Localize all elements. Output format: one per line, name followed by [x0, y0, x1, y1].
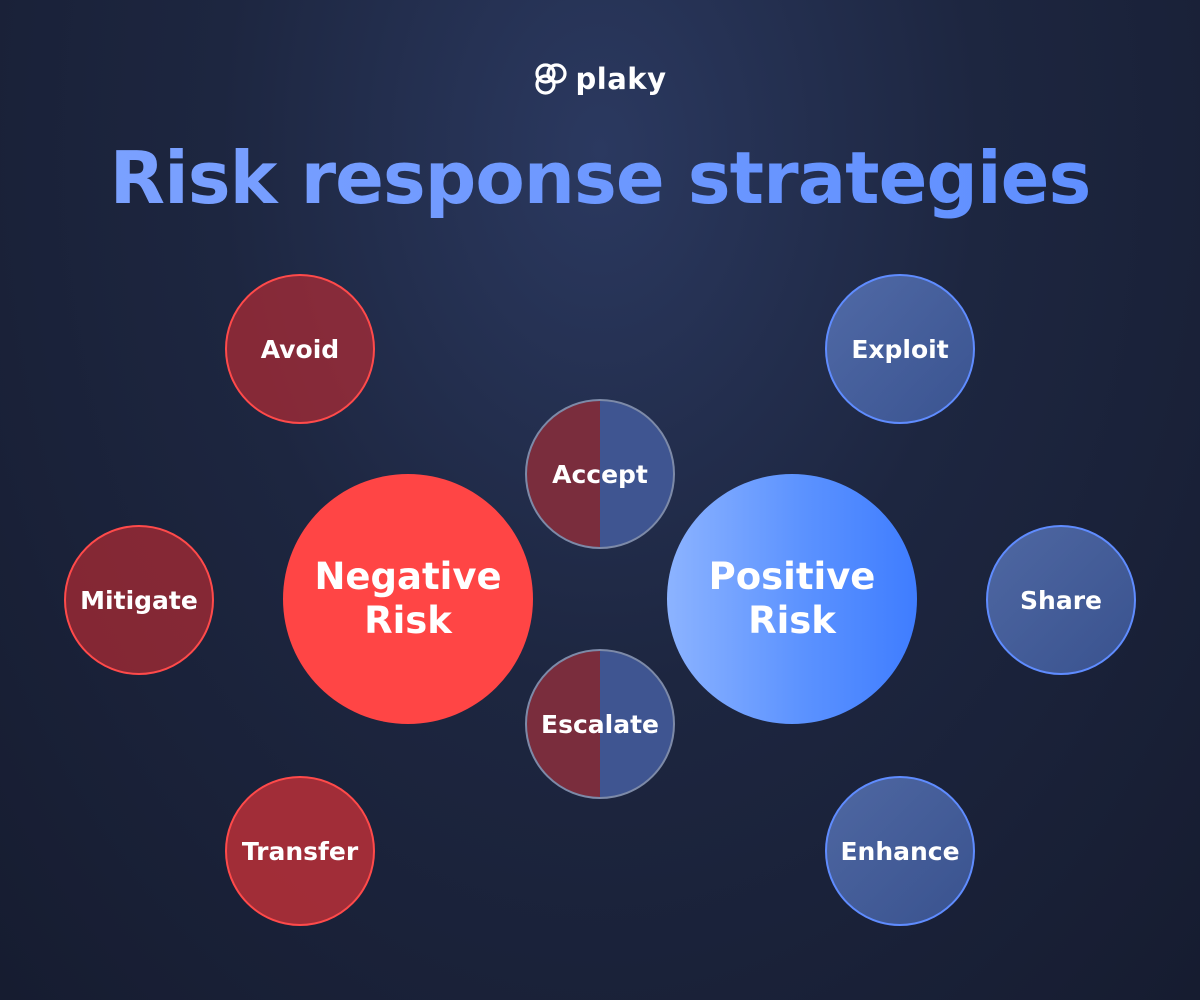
brand-logo: plaky: [0, 62, 1200, 96]
negative-risk-node: Negative Risk: [283, 474, 533, 724]
positive-risk-label: Positive Risk: [708, 555, 876, 642]
strategy-escalate: Escalate: [525, 649, 675, 799]
strategy-share: Share: [986, 525, 1136, 675]
strategy-accept: Accept: [525, 399, 675, 549]
positive-risk-node: Positive Risk: [667, 474, 917, 724]
page-title: Risk response strategies: [0, 130, 1200, 226]
strategy-mitigate: Mitigate: [64, 525, 214, 675]
plaky-logo-icon: [534, 63, 567, 95]
strategy-enhance: Enhance: [825, 776, 975, 926]
strategy-avoid: Avoid: [225, 274, 375, 424]
strategy-transfer: Transfer: [225, 776, 375, 926]
negative-risk-label: Negative Risk: [314, 555, 502, 642]
brand-name: plaky: [575, 62, 667, 96]
strategy-exploit: Exploit: [825, 274, 975, 424]
